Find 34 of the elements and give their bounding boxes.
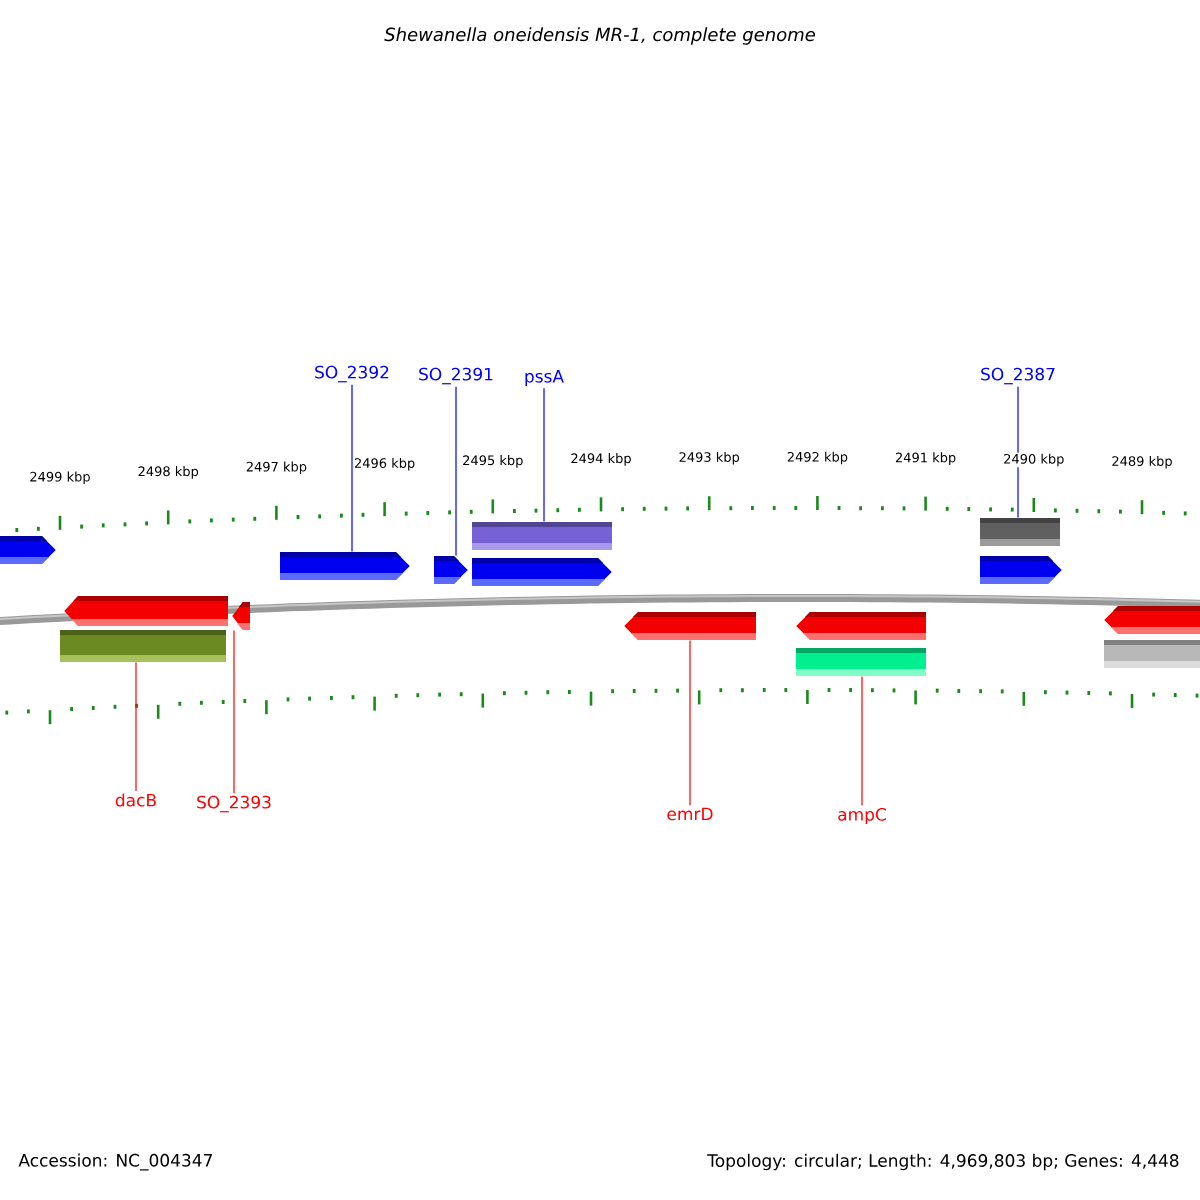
gene-feature [0,536,56,564]
gene-feature [624,612,756,640]
gene-label: SO_2391 [419,367,493,385]
leader-line [351,384,353,553]
gene-bar [980,518,1060,546]
leader-line [455,386,457,557]
gene-feature [232,602,250,630]
leader-line [861,675,863,807]
title: Shewanella oneidensis MR-1, complete genome [384,27,815,45]
leader-line [233,629,235,794]
gene-feature [796,612,926,640]
gene-bar [60,630,226,662]
leader-line [543,387,545,523]
gene-feature [280,552,410,580]
gene-feature [1104,606,1200,634]
gene-label: pssA [525,370,564,386]
gene-feature [980,556,1062,584]
gene-bar [1104,640,1200,668]
leader-line [1017,386,1019,519]
gene-label: ampC [838,807,886,825]
accession-text: Accession: NC_004347 [18,1153,212,1171]
topology-text: Topology: circular; Length: 4,969,803 bp; Genes: 4,448 [707,1153,1179,1171]
gene-feature [64,596,228,626]
leader-line [689,639,691,806]
gene-bar [472,522,612,550]
leader-line [135,661,137,792]
gene-feature [434,556,468,584]
gene-label: emrD [667,807,713,821]
gene-label: SO_2392 [315,365,389,383]
gene-label: SO_2393 [197,795,271,813]
gene-feature [472,558,612,586]
gene-bar [796,648,926,676]
gene-label: dacB [115,793,156,807]
gene-label: SO_2387 [981,367,1055,385]
